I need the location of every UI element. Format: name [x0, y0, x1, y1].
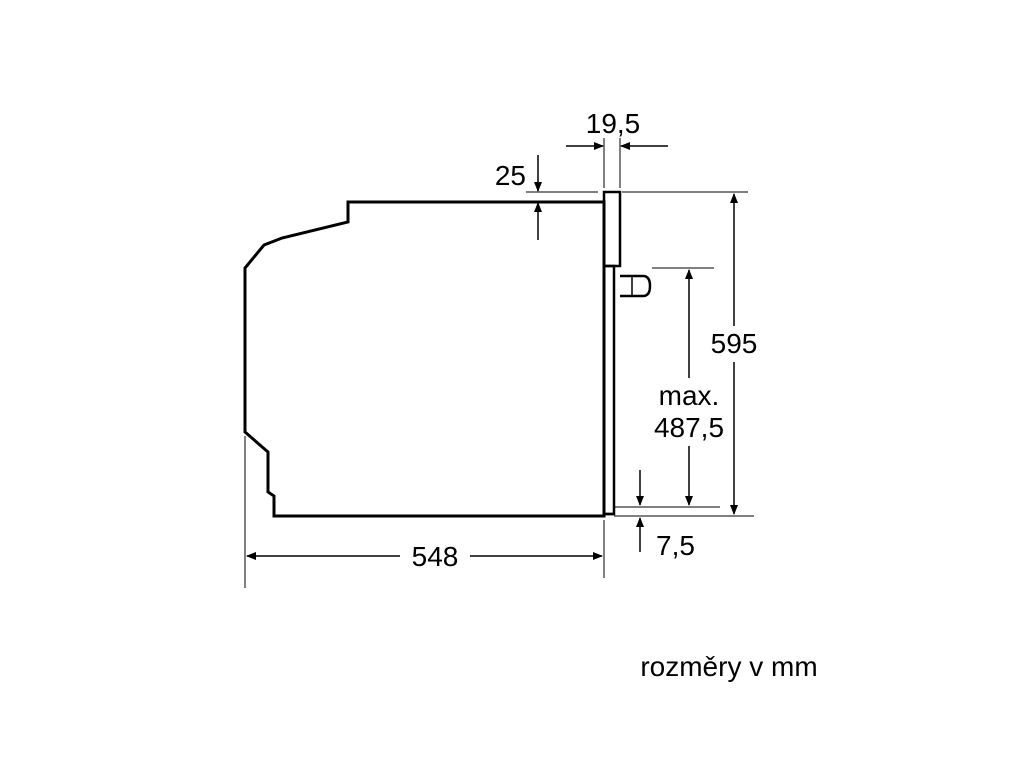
dim-max-prefix-label: max.	[659, 380, 720, 411]
dim-door-thickness-label: 19,5	[586, 108, 641, 139]
dim-gap-top-label: 25	[495, 160, 526, 191]
oven-body-outline	[243, 200, 606, 518]
dim-total-height-label: 595	[711, 328, 758, 359]
units-note: rozměry v mm	[640, 651, 817, 682]
dim-depth-label: 548	[412, 541, 459, 572]
handle-knob	[620, 274, 652, 298]
dim-bottom-offset-label: 7,5	[656, 530, 695, 561]
door-upper-panel	[602, 190, 622, 268]
dim-max-value-label: 487,5	[654, 412, 724, 443]
